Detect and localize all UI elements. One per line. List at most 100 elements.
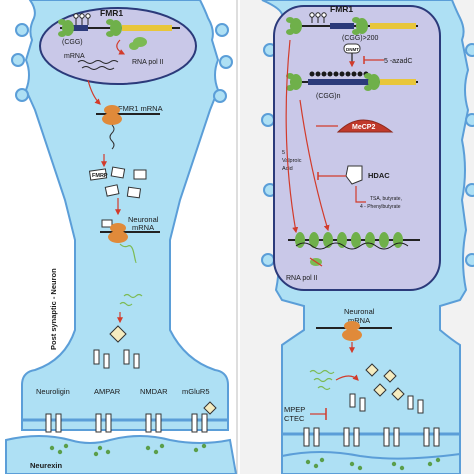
right-chromatin-icon <box>286 17 302 35</box>
receptor-label-mglur5: mGluR5 <box>182 387 210 396</box>
right-chromatin-icon <box>352 17 368 35</box>
right-receptor-pieces <box>349 393 424 414</box>
left-membrane-bump <box>215 23 229 37</box>
left-fmrp-bound <box>101 219 113 228</box>
left-fmr1-mrna-label: FMR1 mRNA <box>118 104 163 113</box>
right-membrane-bump <box>465 183 474 197</box>
left-receptor-piece <box>123 349 130 365</box>
right-rna-pol-label: RNA pol II <box>286 275 318 282</box>
right-cgg-region-top <box>330 23 354 29</box>
right-neuronal-label-2: mRNA <box>348 316 370 325</box>
right-green-fragment <box>309 369 335 375</box>
drug-label-mpep: MPEP <box>284 405 305 414</box>
azadc-label: 5 -azadC <box>384 58 412 65</box>
valproic-label-line2: Valproic <box>282 158 302 164</box>
left-membrane-bump <box>219 55 233 69</box>
left-mrna-squiggle <box>77 60 119 64</box>
left-ribosome-icon <box>102 105 122 125</box>
methyl-groups <box>309 71 369 77</box>
mecp2-label: MeCP2 <box>352 124 375 131</box>
left-rna-pol-icon <box>129 37 147 50</box>
left-fmr1-gene <box>122 25 172 31</box>
left-cell-membrane <box>21 0 229 431</box>
drug-label-ctec: CTEC <box>284 414 305 423</box>
right-fmr1-gene-top <box>370 23 416 29</box>
left-mglur5-diamond <box>203 401 217 415</box>
right-valproic-arrow <box>299 99 330 232</box>
left-export-arrow <box>87 79 101 105</box>
left-cpg-sites <box>73 13 91 25</box>
left-membrane-bump <box>15 23 29 37</box>
left-mrna-label: mRNA <box>64 53 85 60</box>
right-cgg-expanded-label: (CGG)>200 <box>342 35 378 42</box>
left-presynaptic-terminal <box>5 435 238 474</box>
right-rna-pol-cross <box>309 257 323 267</box>
left-fmr1-label: FMR1 <box>100 8 123 18</box>
left-fmrp-boxes <box>88 166 147 199</box>
right-dna-wrap <box>295 242 409 250</box>
right-protein-diamonds <box>365 363 405 401</box>
left-neuronal-label-2: mRNA <box>132 223 154 232</box>
right-membrane-bump <box>465 113 474 127</box>
right-membrane-bump <box>465 43 474 57</box>
right-membrane-bump <box>261 253 275 267</box>
dnmt-label: DNMT <box>346 47 359 52</box>
inhibitor-label-2: 4 - Phenylbutyrate <box>360 204 401 210</box>
right-nucleus <box>273 5 441 291</box>
hdac-label: HDAC <box>368 171 390 180</box>
left-membrane-bump <box>15 88 29 102</box>
right-neuronal-label-1: Neuronal <box>344 307 375 316</box>
right-fmr1-gene-methylated <box>380 79 416 85</box>
right-membrane-bump <box>465 253 474 267</box>
right-cggn-label: (CGG)n <box>316 93 341 100</box>
left-membrane-bump <box>213 89 227 103</box>
left-transcription-arrow <box>116 39 126 55</box>
left-fmrp-label: FMRP <box>92 173 108 179</box>
left-receptor-piece <box>93 349 100 365</box>
receptor-label-ampar: AMPAR <box>94 387 121 396</box>
left-rna-pol-label: RNA pol II <box>132 59 164 66</box>
right-cgg-region-methylated <box>308 79 370 85</box>
hdac-icon <box>345 165 363 185</box>
mecp2-icon <box>336 119 394 133</box>
right-ribosome-icon <box>342 321 362 341</box>
left-side-label: Post synaptic - Neuron <box>49 268 58 350</box>
left-mrna-squiggle <box>81 66 115 70</box>
left-receptor-piece <box>133 353 140 369</box>
valproic-label-line3: Acid <box>282 166 293 172</box>
inhibitor-label-1: TSA, butyrate, <box>370 196 402 202</box>
right-chromatin-icon <box>286 73 302 91</box>
right-cpg-sites-top <box>309 12 327 23</box>
left-green-fragment <box>119 301 133 307</box>
left-vesicles <box>49 443 207 457</box>
left-green-fragment <box>123 293 143 299</box>
right-membrane-receptors <box>303 427 440 447</box>
left-cgg-label: (CGG) <box>62 39 83 46</box>
left-cgg-region <box>72 25 88 31</box>
left-receptor-piece <box>103 353 110 369</box>
right-fmr1-label: FMR1 <box>330 4 353 14</box>
left-neuron-cell: FMR1 (CGG) mRNA RNA pol II FMR1 mRNA <box>5 0 238 474</box>
receptor-label-neuroligin: Neuroligin <box>36 387 70 396</box>
receptor-label-nmdar: NMDAR <box>140 387 168 396</box>
right-reactivation-arrow <box>285 39 299 234</box>
right-histone-array <box>295 232 403 248</box>
left-membrane-bump <box>11 53 25 67</box>
left-neuronal-label-1: Neuronal <box>128 215 159 224</box>
tsa-inhibit-line <box>355 186 366 203</box>
right-green-fragment <box>313 377 333 383</box>
right-presynaptic-terminal <box>281 451 461 474</box>
right-protein-arrow <box>335 374 359 381</box>
left-nascent-green <box>119 243 137 263</box>
right-green-fragment <box>317 385 331 391</box>
right-neuron-cell: FMR1 (CGG)>200 DNMT 5 -azadC (CGG)n <box>261 0 474 474</box>
valproic-label-line1: 5 <box>282 150 285 156</box>
left-chromatin-icon <box>58 19 74 37</box>
left-neurexin-label: Neurexin <box>30 461 63 470</box>
left-chromatin-icon <box>106 19 122 37</box>
left-ribosome-icon-2 <box>108 223 128 243</box>
left-protein-diamond <box>109 325 127 343</box>
right-membrane-bump <box>261 113 275 127</box>
